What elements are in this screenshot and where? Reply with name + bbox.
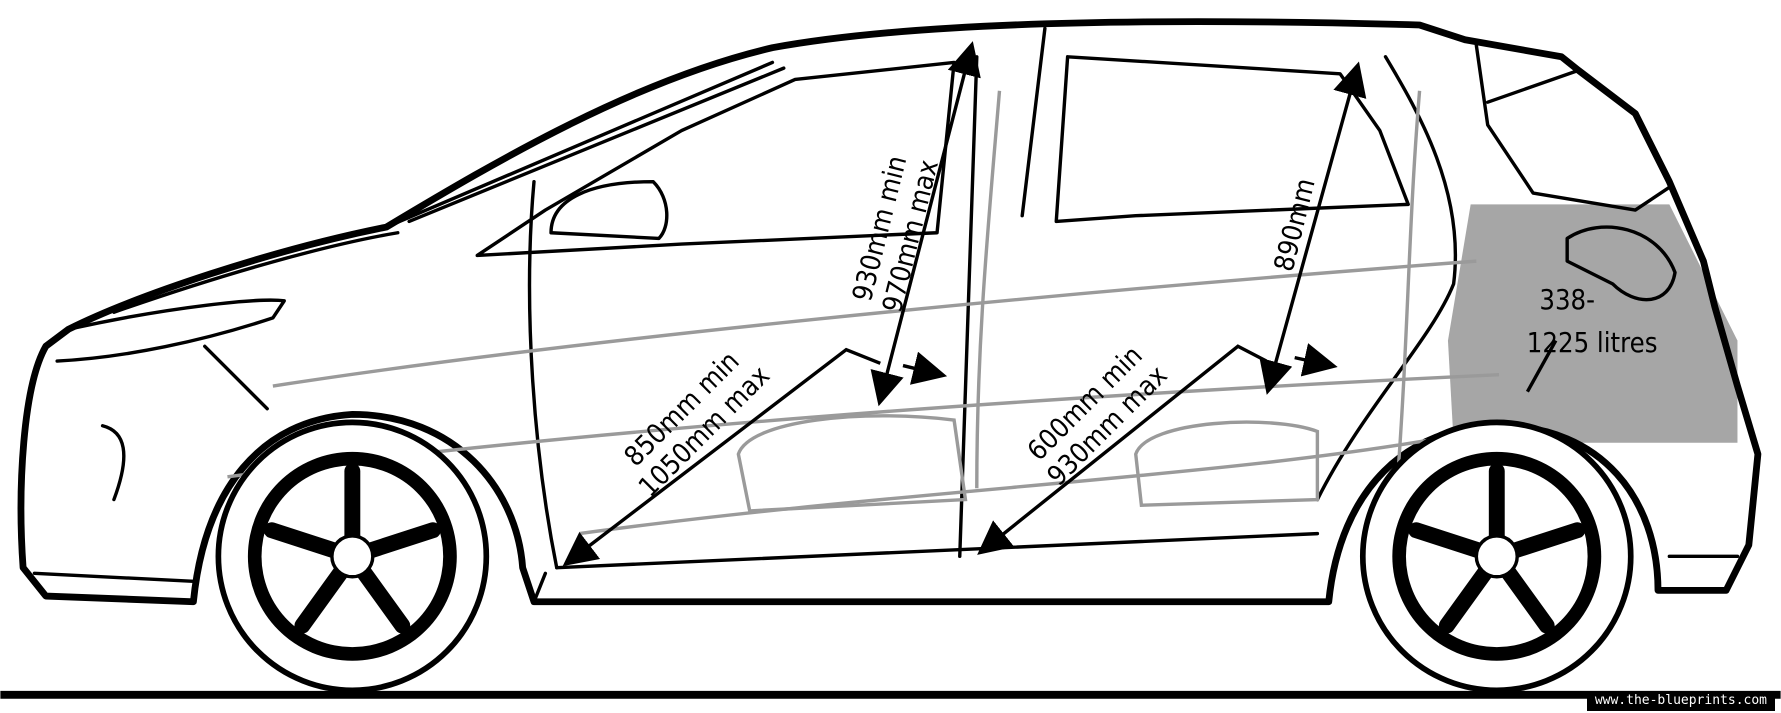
tailgate bbox=[1474, 43, 1672, 212]
car-body-outline bbox=[17, 18, 1762, 606]
front-headroom-arrow bbox=[870, 41, 981, 407]
rear-legroom-arrow bbox=[977, 344, 1268, 555]
windshield bbox=[384, 60, 786, 229]
front-seat bbox=[736, 90, 1002, 513]
hood-line bbox=[112, 231, 400, 314]
bumper-lower bbox=[32, 571, 196, 584]
rear-pillar bbox=[1315, 55, 1458, 502]
seat-adjust-arrow bbox=[902, 351, 948, 385]
taillight bbox=[1565, 225, 1677, 302]
rear-wheel bbox=[1359, 419, 1634, 694]
svg-text:1225 litres: 1225 litres bbox=[1527, 328, 1658, 359]
watermark: www.the-blueprints.com bbox=[1586, 691, 1775, 711]
headlight bbox=[55, 298, 286, 363]
b-pillar bbox=[958, 26, 1047, 559]
front-bumper-line bbox=[100, 344, 269, 502]
sill bbox=[532, 531, 1320, 604]
mirror bbox=[549, 179, 669, 241]
boot-area bbox=[1447, 204, 1738, 443]
svg-text:338-: 338- bbox=[1539, 285, 1595, 316]
seat-adjust-arrow bbox=[1294, 343, 1338, 377]
rear-headroom-arrow bbox=[1259, 61, 1367, 395]
boot-volume-label: 338- 1225 litres bbox=[1527, 285, 1658, 359]
front-legroom-arrow bbox=[562, 347, 881, 567]
front-wheel bbox=[215, 419, 490, 694]
rear-seat bbox=[1134, 90, 1422, 507]
front-door bbox=[527, 179, 559, 570]
boot-leader-line bbox=[1525, 339, 1558, 393]
rear-window bbox=[1054, 55, 1410, 224]
